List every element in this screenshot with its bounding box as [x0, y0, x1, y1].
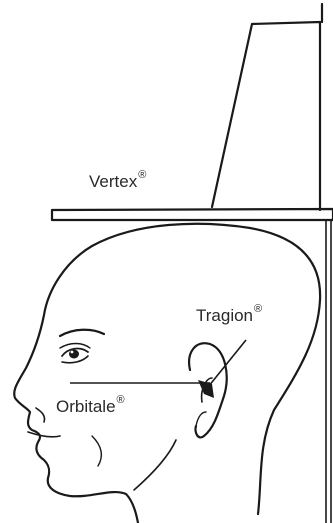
backboard [326, 220, 331, 523]
nostril [36, 408, 45, 422]
jaw-line [134, 440, 176, 490]
vertex-label: Vertex® [89, 173, 146, 190]
vertex-registered-mark: ® [138, 169, 146, 181]
orbitale-label: Orbitale® [56, 398, 125, 415]
orbitale-label-text: Orbitale [56, 397, 116, 416]
tragion-label-text: Tragion [196, 306, 253, 325]
eye-pupil [69, 350, 79, 359]
orbitale-registered-mark: ® [117, 394, 125, 406]
tragion-registered-mark: ® [254, 303, 262, 315]
head-outline [14, 224, 320, 523]
cheek [92, 436, 101, 466]
tragion-leader-line [204, 340, 246, 392]
tragion-label: Tragion® [196, 307, 262, 324]
eye-crease [60, 344, 90, 349]
mouth [28, 432, 60, 437]
stadiometer-block [212, 22, 320, 210]
vertex-label-text: Vertex [89, 172, 137, 191]
eyebrow [60, 330, 104, 336]
ear-fold [196, 412, 206, 426]
headboard [52, 209, 333, 220]
eye-highlight [71, 351, 74, 354]
